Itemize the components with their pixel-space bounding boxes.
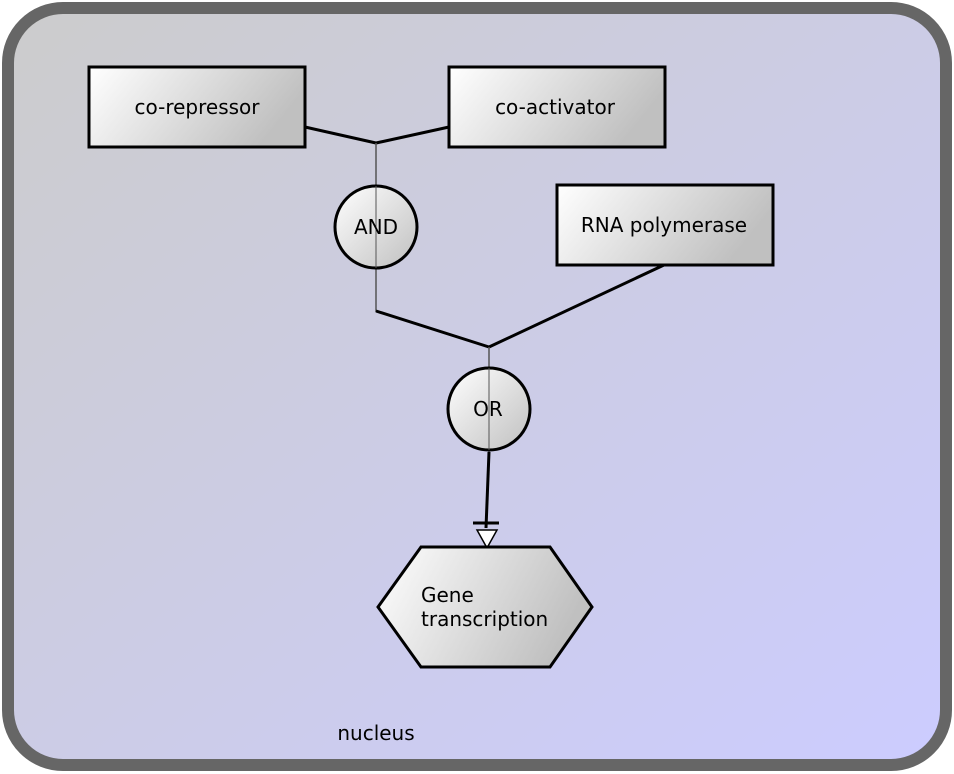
gene-transcription-label-line1: Gene [421,583,474,607]
or-gate-label: OR [473,397,503,421]
edge-coactivator-to-and[interactable] [375,125,450,145]
nucleus-label: nucleus [337,721,414,745]
gene-transcription-label-line2: transcription [421,607,548,631]
co-activator-label: co-activator [495,95,616,119]
arrowhead-icon [475,529,499,550]
and-gate[interactable]: AND [333,184,419,270]
node-co-repressor[interactable]: co-repressor [87,65,307,149]
rna-polymerase-label: RNA polymerase [581,213,747,237]
edge-and-to-or[interactable] [375,309,490,349]
node-co-activator[interactable]: co-activator [447,65,667,149]
co-repressor-label: co-repressor [135,95,261,119]
edge-or-to-gene[interactable] [484,451,491,529]
node-rna-polymerase[interactable]: RNA polymerase [555,183,775,267]
or-gate[interactable]: OR [446,366,532,452]
edge-corepressor-to-and[interactable] [304,125,377,145]
node-gene-transcription[interactable]: Gene transcription [376,545,594,669]
and-gate-label: AND [354,215,398,239]
edge-rnapol-to-or[interactable] [488,263,665,349]
